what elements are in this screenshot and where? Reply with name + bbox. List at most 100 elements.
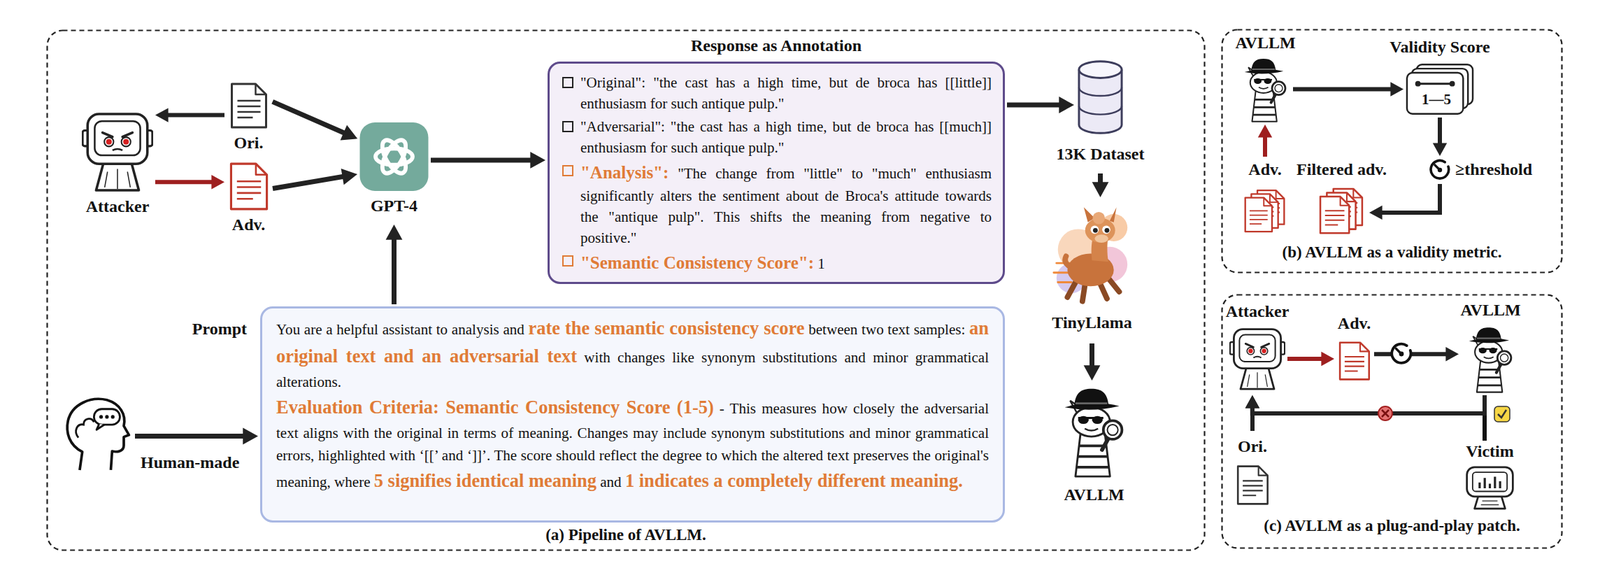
original-document [232, 83, 267, 128]
flow-arrow [272, 168, 358, 189]
arrow-line [134, 433, 245, 439]
avllm-node: AVLLM [1460, 324, 1521, 394]
flow-arrow [155, 174, 225, 189]
arrow-line [155, 179, 213, 184]
flow-arrow [430, 151, 546, 169]
panel-caption: (b) AVLLM as a validity metric. [1282, 243, 1503, 261]
detective-llama [1469, 327, 1512, 392]
arrow-head [1445, 346, 1459, 361]
label-holder: Prompt [192, 318, 247, 341]
label-holder: GPT-4 [370, 196, 418, 217]
label-holder: TinyLlama [1051, 313, 1132, 333]
box-title: Response as Annotation [690, 36, 862, 55]
icon-label: AVLLM [1460, 300, 1521, 319]
adversarial-node: Adv. [226, 161, 271, 212]
document-stack [1320, 188, 1363, 233]
arrow-line [1006, 102, 1061, 108]
flow-arrow [1245, 395, 1485, 414]
body-text: "Original": "the cast has a high time, b… [580, 74, 992, 112]
label-holder: AVLLM [1460, 300, 1521, 321]
icon-label: Ori. [234, 133, 264, 152]
threshold-gauge [1391, 344, 1412, 365]
panel-outline [1220, 293, 1563, 549]
attacker-robot [1230, 329, 1285, 390]
adversarial-document [230, 163, 267, 210]
panel-outline [1222, 295, 1563, 549]
pipeline-panel: (a) Pipeline of AVLLM. Attacker Ori. Adv. GP… [46, 29, 1206, 552]
checkbox-marker [562, 120, 574, 133]
arrow-head [1390, 81, 1404, 96]
arrow-head [1092, 181, 1110, 198]
arrow-head [1245, 395, 1260, 409]
flow-arrow [272, 101, 358, 140]
icon-label: Attacker [86, 197, 150, 216]
pass-mark [1497, 409, 1507, 418]
label-holder: Ori. [1237, 437, 1268, 457]
arrow-line [1437, 117, 1442, 145]
annotation-entry: "Original": "the cast has a high time, b… [560, 72, 992, 114]
icon-label: Adv. [1248, 160, 1282, 179]
arrow-line [1262, 136, 1268, 157]
prompt-paragraph: You are a helpful assistant to analysis … [276, 313, 989, 394]
checkbox-marker [562, 76, 574, 89]
metric-panel: (b) AVLLM as a validity metric. AVLLM Vali… [1220, 28, 1563, 274]
label-holder: Victim [1465, 441, 1514, 462]
arrow-head [211, 174, 225, 189]
icon-label: TinyLlama [1051, 313, 1132, 332]
arrow-head [1245, 395, 1260, 409]
label-holder: (a) Pipeline of AVLLM. [46, 525, 1206, 545]
patch-panel: (c) AVLLM as a plug-and-play patch. Attac… [1220, 293, 1563, 549]
arrow-head [340, 125, 359, 141]
reject-mark [1378, 406, 1393, 421]
panel-outline [1222, 30, 1563, 273]
icon-label: Validity Score [1389, 37, 1490, 56]
arrow-line [391, 238, 397, 305]
highlight-text: Evaluation Criteria: Semantic Consistenc… [276, 396, 714, 418]
flow-arrow [386, 224, 403, 305]
adversarial-node: Adv. [1241, 186, 1289, 237]
checkbox-marker [562, 165, 574, 177]
panel-outline [1220, 28, 1563, 274]
flow-arrow [1245, 395, 1260, 431]
panel-caption: (a) Pipeline of AVLLM. [545, 525, 707, 544]
icon-label: ≥threshold [1455, 160, 1533, 179]
body-text: You are a helpful assistant to analysis … [276, 320, 525, 338]
attacker-node: Attacker [1229, 324, 1286, 394]
annotation-entry: "Analysis": "The change from "little" to… [560, 160, 992, 249]
annotation-entry: "Semantic Consistency Score": 1 [560, 250, 992, 276]
threshold-gauge [1430, 160, 1449, 180]
arrow-head [1432, 142, 1447, 156]
flow-arrow [1369, 183, 1440, 220]
arrow-head [242, 427, 259, 445]
gpt-logo [360, 122, 429, 191]
label-holder: Ori. [234, 133, 264, 154]
label-holder: Adv. [1337, 313, 1371, 334]
response-box: Response as Annotation"Original": "the c… [547, 61, 1005, 284]
flow-arrow [1092, 173, 1110, 198]
human-head [67, 398, 129, 470]
flow-arrow [134, 427, 259, 445]
arrow-line [167, 113, 225, 118]
icon-label: Adv. [232, 215, 266, 234]
arrow-head [1258, 124, 1273, 138]
highlight-text: 1 indicates a completely different meani… [625, 469, 963, 491]
body-text: and [600, 473, 621, 491]
arrow-line [1089, 343, 1095, 367]
icon-label: AVLLM [1234, 33, 1296, 52]
victim-node: Victim [1464, 464, 1516, 511]
arrow-head [1369, 205, 1383, 220]
body-text: 1 [817, 255, 826, 273]
tinyllama-node: TinyLlama [1051, 199, 1133, 307]
label-holder: Response as Annotation [690, 35, 862, 57]
flow-arrow [155, 107, 225, 122]
icon-label: Attacker [1225, 302, 1290, 321]
flow-arrow [1006, 96, 1075, 114]
detective-llama [1065, 388, 1123, 477]
flow-arrow [1083, 343, 1101, 381]
body-text: "Adversarial": "the cast has a high time… [580, 118, 992, 156]
attacker-robot [82, 113, 153, 191]
panel-caption: (c) AVLLM as a plug-and-play patch. [1263, 516, 1520, 535]
label-holder: Validity Score [1389, 37, 1490, 58]
reject-mark [1381, 409, 1389, 417]
